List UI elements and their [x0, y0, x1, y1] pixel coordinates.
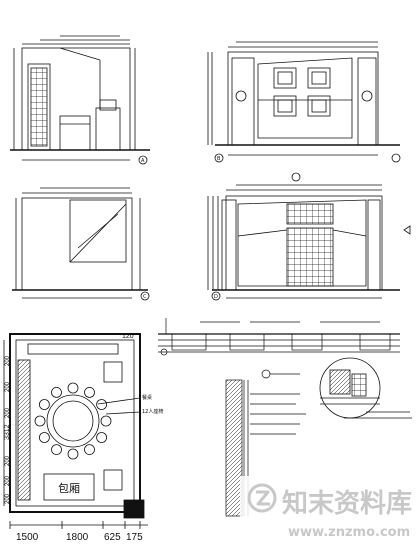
dim-bottom-4: 175 [126, 532, 143, 543]
floor-plan [3, 333, 148, 529]
elevation-a-ref: A [141, 158, 145, 164]
elevation-c-ref: C [143, 294, 147, 300]
ceiling-section [158, 318, 400, 356]
dim-top-right: 120 [122, 333, 134, 340]
dim-bottom-1: 1500 [16, 532, 39, 543]
watermark: 知末资料库 www.znzmo.com [240, 476, 418, 548]
callout-chairs: 12人座椅 [142, 408, 163, 415]
room-label: 包厢 [58, 482, 80, 495]
elevation-b [207, 41, 401, 163]
dim-left-4: 200 [5, 455, 11, 466]
enlarged-detail [319, 357, 412, 419]
dim-left-1: 200 [5, 355, 11, 366]
elevation-b-ref: B [217, 156, 221, 162]
dim-left-2: 200 [5, 381, 11, 392]
watermark-url: www.znzmo.com [288, 525, 410, 540]
dim-bottom-3: 625 [104, 532, 121, 543]
callout-table: 餐桌 [142, 394, 152, 401]
wall-section [225, 369, 306, 517]
dim-left-5: 200 [5, 475, 11, 486]
dim-bottom-2: 1800 [66, 532, 89, 543]
dim-left-6: 200 [5, 493, 11, 504]
elevation-c [12, 187, 150, 301]
elevation-d-ref: D [214, 294, 218, 300]
chairs [34, 382, 112, 460]
watermark-brand: 知末资料库 [282, 489, 412, 519]
elevation-a [10, 35, 150, 165]
brand-logo-icon [247, 483, 277, 513]
dim-left-3: 200 [5, 407, 11, 418]
elevation-d [207, 172, 411, 301]
dim-left-total: 3312 [4, 424, 11, 440]
